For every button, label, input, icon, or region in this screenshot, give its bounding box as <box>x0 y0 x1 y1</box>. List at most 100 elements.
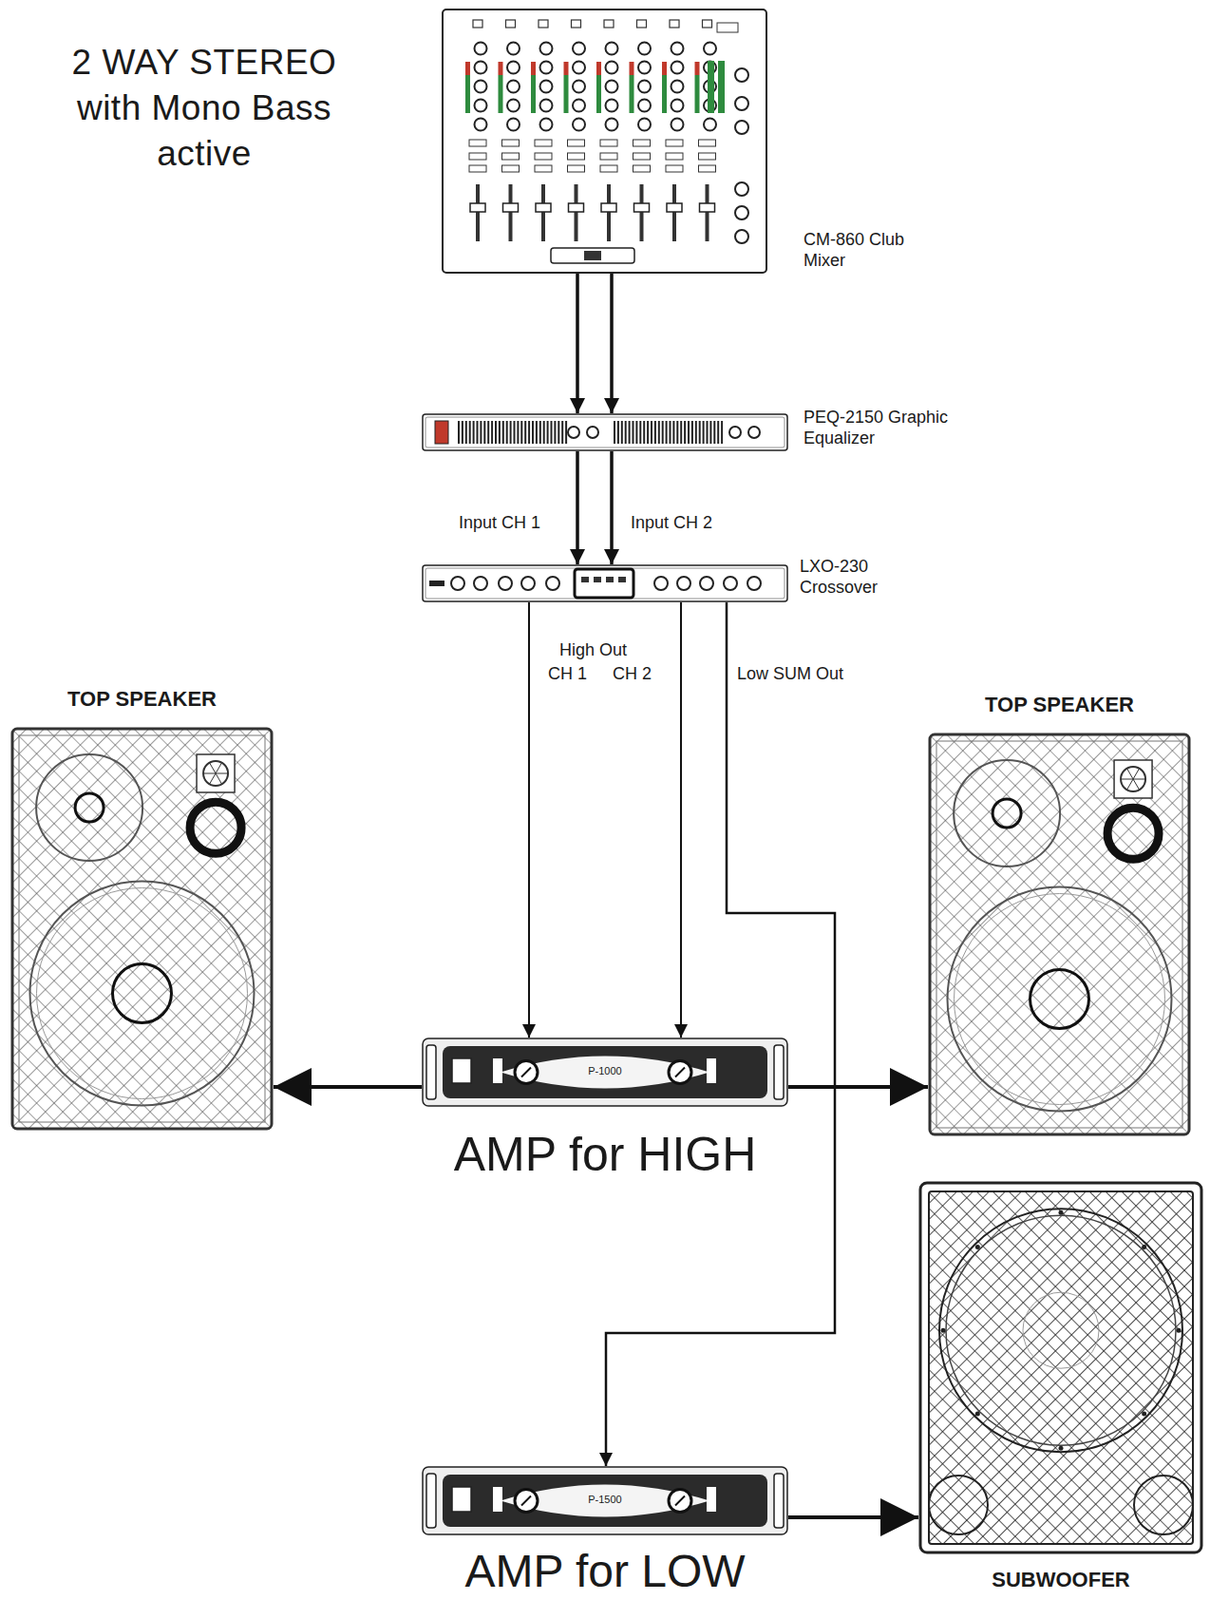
sub-woofer-screw <box>1058 1445 1064 1451</box>
sub-woofer-screw <box>975 1244 981 1249</box>
mixer-fader-slot <box>475 184 480 242</box>
mixer-knob <box>540 61 553 75</box>
signal-connector <box>788 1084 928 1089</box>
eq-slider <box>624 420 627 444</box>
signal-label: Input CH 1 <box>458 512 541 534</box>
mixer-button <box>567 139 586 147</box>
eq-slider <box>621 420 624 444</box>
mixer-master-knob <box>735 229 749 244</box>
eq-slider <box>669 420 672 444</box>
mixer-fader-cap <box>634 203 650 212</box>
eq-slider <box>472 420 475 444</box>
eq-slider <box>639 420 642 444</box>
mixer-button <box>600 139 618 147</box>
eq-slider <box>617 420 620 444</box>
amp-led-strip <box>706 1058 717 1083</box>
mixer-button <box>600 152 618 160</box>
mixer-button <box>534 165 552 172</box>
rack-panel <box>422 565 788 602</box>
mixer-fader-slot <box>509 184 513 242</box>
horn-fin <box>203 773 216 775</box>
eq-slider <box>557 420 560 444</box>
tweeter <box>189 801 242 853</box>
device-label: PEQ-2150 Graphic Equalizer <box>803 407 970 450</box>
sub-woofer-rim <box>939 1208 1183 1452</box>
mixer-knob <box>605 118 619 132</box>
eq-slider <box>524 420 527 444</box>
crossover-switch <box>581 576 589 583</box>
crossover-knob <box>723 576 738 590</box>
eq-slider <box>543 420 546 444</box>
horn-fin <box>215 762 223 774</box>
mixer-meter-peak <box>530 61 536 76</box>
woofer-cone <box>954 893 1166 1105</box>
eq-slider <box>494 420 497 444</box>
mixer-fader-cap <box>535 203 551 212</box>
bass-port <box>928 1474 988 1534</box>
mixer-master-meter <box>707 60 715 114</box>
crossover-knob <box>699 576 714 590</box>
horn-fin <box>215 773 228 775</box>
subwoofer-cabinet <box>920 1182 1202 1552</box>
mixer-master-knob <box>735 120 749 134</box>
eq-slider <box>687 420 690 444</box>
mixer-button <box>633 165 651 172</box>
mixer-knob <box>638 61 651 75</box>
signal-label: High Out <box>559 640 627 662</box>
mixer-knob <box>638 118 651 132</box>
horn-fin <box>1133 778 1140 790</box>
eq-slider <box>683 420 686 444</box>
eq-slider <box>461 420 464 444</box>
eq-slider <box>691 420 694 444</box>
eq-slider <box>642 420 645 444</box>
mixer-knob <box>474 61 488 75</box>
mixer-input-switch <box>538 19 549 28</box>
mixer-fader-cap <box>699 203 716 212</box>
eq-slider <box>502 420 505 444</box>
amp-handle <box>774 1473 784 1528</box>
signal-connector <box>788 1514 919 1519</box>
eq-knob <box>586 426 599 438</box>
mixer-knob <box>572 61 586 75</box>
mixer-meter-peak <box>596 61 602 76</box>
mixer-knob <box>671 99 684 113</box>
subwoofer-grill <box>928 1191 1193 1544</box>
speaker-frame <box>18 735 265 1122</box>
eq-slider <box>510 420 512 444</box>
mixer-button <box>699 152 717 160</box>
mixer-knob <box>638 42 651 56</box>
amp-knob-pointer <box>675 1495 685 1506</box>
mixer-button <box>502 165 520 172</box>
mixer-master-knob <box>735 96 749 111</box>
mixer-knob <box>572 99 586 113</box>
mixer-body <box>442 9 767 273</box>
mixer-knob <box>474 99 488 113</box>
eq-slider <box>528 420 530 444</box>
eq-slider <box>713 420 716 444</box>
mixer-knob <box>474 80 488 94</box>
eq-slider <box>695 420 698 444</box>
crossover-knob <box>546 576 560 590</box>
eq-slider <box>487 420 490 444</box>
mixer-meter <box>629 75 635 114</box>
model-label: P-1000 <box>587 1064 622 1078</box>
woofer-dustcap <box>113 964 172 1023</box>
woofer-rim <box>947 887 1173 1112</box>
mixer-knob <box>605 42 619 56</box>
midrange-cap <box>992 798 1021 828</box>
speaker-grill <box>929 734 1190 1135</box>
eq-slider <box>513 420 516 444</box>
eq-slider <box>565 420 568 444</box>
amp-label-plate <box>500 1056 710 1089</box>
top-speaker: TOP SPEAKER <box>10 726 274 1131</box>
mixer-fader-cap <box>503 203 519 212</box>
crossover-knob <box>747 576 761 590</box>
signal-label: CH 1 <box>548 663 587 685</box>
amp-body <box>422 1038 788 1106</box>
horn-fin <box>209 773 217 784</box>
mixer-knob <box>703 118 717 132</box>
mixer-knob <box>507 99 520 113</box>
horn-plate <box>196 754 235 793</box>
sub-woofer-screw <box>975 1410 981 1416</box>
eq-slider <box>628 420 631 444</box>
